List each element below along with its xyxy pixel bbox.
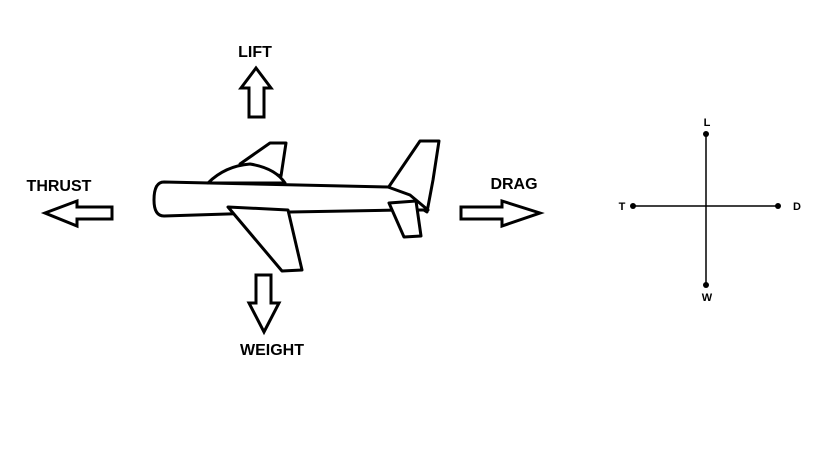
thrust-label: THRUST xyxy=(27,178,92,195)
drag-point xyxy=(775,203,781,209)
thrust-point xyxy=(630,203,636,209)
drag-label: DRAG xyxy=(490,176,537,193)
fbd-thrust-label: T xyxy=(619,201,626,213)
drag-arrow-icon xyxy=(459,198,545,229)
cockpit xyxy=(206,162,287,185)
fbd-lift-label: L xyxy=(704,117,711,129)
thrust-arrow-icon xyxy=(40,198,114,229)
horizontal-stabilizer xyxy=(387,199,423,239)
weight-arrow-icon xyxy=(246,273,282,336)
fbd-weight-label: W xyxy=(702,292,713,304)
fbd-drag-label: D xyxy=(793,201,801,213)
weight-label: WEIGHT xyxy=(240,342,304,359)
lift-arrow-icon xyxy=(238,65,274,119)
fuselage xyxy=(152,180,430,218)
lift-label: LIFT xyxy=(238,44,272,61)
main-wing xyxy=(226,205,304,273)
airplane-icon xyxy=(152,139,441,273)
lift-point xyxy=(703,131,709,137)
weight-point xyxy=(703,282,709,288)
free-body-diagram: L W T D xyxy=(619,117,801,304)
